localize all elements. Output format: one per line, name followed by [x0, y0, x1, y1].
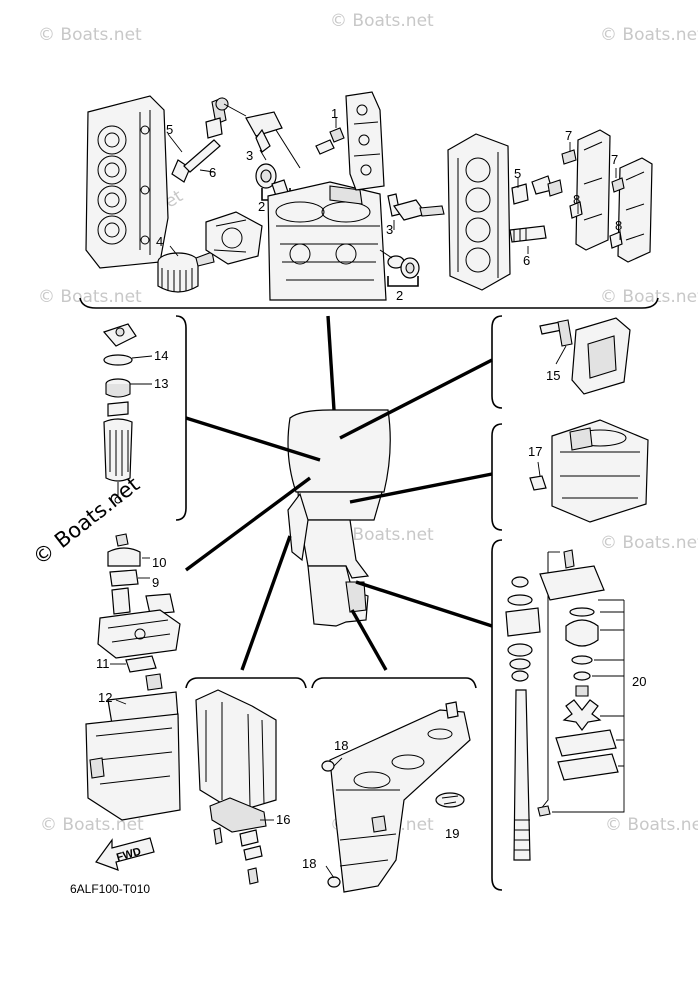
callout-13: 13: [154, 376, 168, 391]
oil-pump: [205, 211, 263, 265]
anode-center: [379, 193, 445, 287]
outer-plate-cartridge: [555, 729, 617, 757]
watermark: © Boats.net: [330, 11, 434, 31]
callout-11: 11: [96, 656, 110, 671]
thermostat-cover-group: [491, 315, 631, 409]
callout-8: 8: [573, 192, 580, 207]
watermark: © Boats.net: [38, 287, 142, 307]
callout-5: 5: [514, 166, 521, 181]
callout-2: 2: [396, 288, 403, 303]
callout-16: 16: [276, 812, 290, 827]
exhaust-cover: [315, 91, 385, 191]
top-section: [79, 91, 659, 309]
callout-15: 15: [546, 368, 560, 383]
pointer-lines: [184, 315, 493, 671]
callout-7: 7: [611, 152, 618, 167]
watermark: © Boats.net: [38, 25, 142, 45]
bracket-11: [125, 655, 157, 673]
fuel-pump-group: [85, 533, 181, 821]
fuel-filter-group: [102, 315, 187, 521]
fuel-filter-cup: [103, 418, 133, 482]
o-ring: [103, 354, 133, 366]
callout-10: 10: [152, 555, 166, 570]
callout-18: 18: [334, 738, 348, 753]
callout-19: 19: [445, 826, 459, 841]
lower-block-group: [491, 419, 649, 531]
callout-20: 20: [632, 674, 646, 689]
callout-9: 9: [152, 575, 159, 590]
exhaust-cover-right-a: [561, 129, 611, 251]
watermark: © Boats.net: [600, 25, 698, 45]
cylinder-head-right: [447, 133, 511, 291]
callout-4: 4: [156, 234, 163, 249]
figure-code: 6ALF100-T010: [70, 882, 150, 896]
impeller: [562, 699, 602, 731]
callout-12: 12: [98, 690, 112, 705]
spark-plug-left: [167, 97, 227, 183]
filter-element: [105, 384, 131, 398]
watermark: © Boats.net: [600, 533, 698, 553]
callout-14: 14: [154, 348, 168, 363]
watermark: © Boats.net: [605, 815, 698, 835]
callout-labels: 1 2 2 3 3 4 5 5 6 6 7 7 8 8 9 10 11 12 1…: [96, 106, 646, 871]
water-pump-group: [491, 539, 625, 891]
callout-17: 17: [528, 444, 542, 459]
callout-1: 1: [331, 106, 338, 121]
anode-19: [435, 792, 465, 808]
exhaust-cover-right-b: [609, 157, 653, 263]
cylinder-head-left: [85, 95, 169, 269]
callout-6: 6: [523, 253, 530, 268]
callout-6: 6: [209, 165, 216, 180]
watermark: © Boats.net: [40, 815, 144, 835]
fwd-arrow: [95, 837, 155, 871]
gearcase-group: [311, 677, 477, 893]
spark-plug-right: [509, 175, 563, 254]
cylinder-block: [267, 181, 387, 301]
oil-filter: [157, 245, 215, 293]
top-cowling: [287, 409, 391, 493]
watermark: © Boats.net: [600, 287, 698, 307]
callout-18: 18: [302, 856, 316, 871]
callout-3: 3: [386, 222, 393, 237]
callout-2: 2: [258, 199, 265, 214]
pump-insert: [565, 619, 599, 647]
vapor-separator: [85, 713, 181, 821]
sensor-assembly-left: [215, 97, 301, 169]
pump-housing: [539, 565, 605, 601]
callout-5: 5: [166, 122, 173, 137]
callout-8: 8: [615, 218, 622, 233]
mount-bracket: [209, 797, 267, 833]
gasket: [557, 753, 619, 781]
upper-casing: [195, 689, 277, 813]
bottom-cowling: [297, 491, 383, 521]
callout-3: 3: [246, 148, 253, 163]
outboard-motor: [287, 409, 391, 627]
upper-casing-group: [185, 677, 307, 885]
top-bracket: [79, 297, 659, 309]
watermark: © Boats.net: [330, 525, 434, 545]
callout-7: 7: [565, 128, 572, 143]
drive-shaft: [513, 689, 531, 861]
